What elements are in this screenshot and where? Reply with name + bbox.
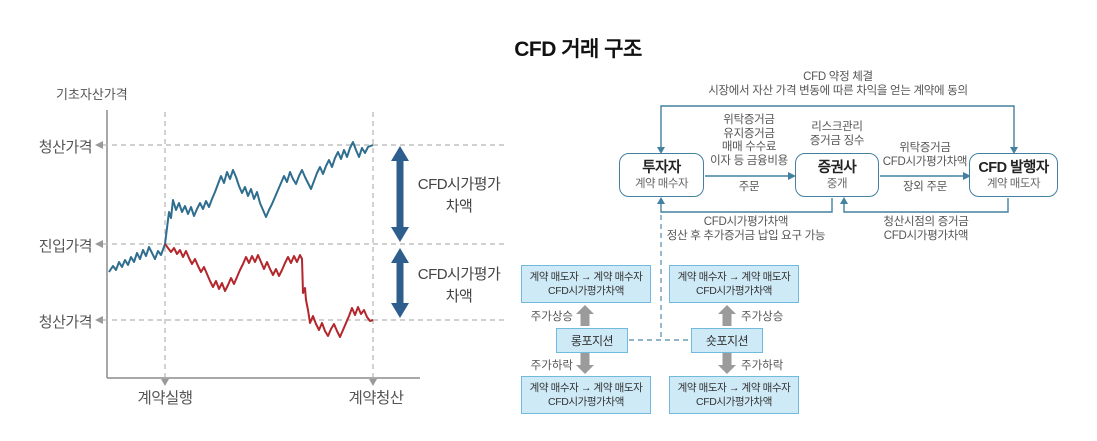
- long-down-payoff-box: 계약 매수자 → 계약 매도자 CFD시가평가차액: [521, 376, 651, 414]
- chart-gridlines: [95, 112, 505, 386]
- valuation-gap-label-upper: CFD시가평가 차액: [417, 176, 501, 215]
- left-arrowhead-icon: [95, 240, 103, 248]
- position-arrows: [576, 305, 736, 374]
- short-position-box: 숏포지션: [691, 328, 763, 353]
- short-down-payoff-box: 계약 매도자 → 계약 매수자 CFD시가평가차액: [669, 376, 799, 414]
- agreement-note: CFD 약정 체결 시장에서 자산 가격 변동에 따른 차익을 얻는 계약에 동…: [708, 71, 968, 97]
- broker-to-investor-return-label: CFD시가평가차액 정산 후 추가증거금 납입 요구 가능: [666, 216, 826, 242]
- price-down-path: [164, 243, 374, 338]
- otc-order-label: 장외 주문: [902, 181, 948, 193]
- down-arrowhead-icon: [369, 379, 377, 386]
- long-up-payoff-box: 계약 매도자 → 계약 매수자 CFD시가평가차액: [521, 265, 651, 303]
- investor-to-broker-fee-labels: 위탁증거금 유지증거금 매매 수수료 이자 등 금융비용: [710, 114, 788, 167]
- page-title: CFD 거래 구조: [514, 38, 642, 61]
- y-axis-title: 기초자산가격: [56, 87, 128, 102]
- broker-risk-note: 리스크관리 증거금 징수: [809, 121, 865, 147]
- broker-to-issuer-labels: 위탁증거금 CFD시가평가차액: [882, 142, 968, 168]
- short-price-down-label: 주가하락: [741, 360, 784, 372]
- y-label-liquidation-lower: 청산가격: [38, 314, 93, 331]
- short-down-arrow-icon: [718, 353, 736, 374]
- agreement-bracket: [660, 105, 1015, 147]
- left-arrowhead-icon: [95, 141, 103, 149]
- down-arrowhead-icon: [161, 379, 169, 386]
- short-up-arrow-icon: [718, 305, 736, 326]
- flow-connectors: [629, 105, 1018, 341]
- x-label-contract-close: 계약청산: [348, 390, 404, 407]
- x-label-contract-open: 계약실행: [137, 390, 193, 407]
- valuation-gap-arrow-upper: [391, 146, 409, 242]
- long-down-arrow-icon: [576, 353, 594, 374]
- long-up-arrow-icon: [576, 305, 594, 326]
- valuation-gap-label-lower: CFD시가평가 차액: [417, 266, 501, 305]
- long-price-down-label: 주가하락: [530, 360, 573, 372]
- left-arrowhead-icon: [95, 316, 103, 324]
- short-price-up-label: 주가상승: [741, 311, 784, 323]
- issuer-to-broker-return-label: 청산시점의 증거금 CFD시가평가차액: [883, 216, 969, 242]
- broker-to-investor-return: [660, 198, 833, 213]
- issuer-to-broker-return: [843, 198, 1009, 213]
- price-series: [108, 141, 374, 338]
- y-label-liquidation-upper: 청산가격: [38, 139, 93, 156]
- valuation-gap-arrow-lower: [391, 248, 409, 318]
- price-up-path: [108, 141, 374, 273]
- issuer-box: CFD 발행자 계약 매도자: [969, 153, 1058, 197]
- y-label-entry: 진입가격: [38, 238, 93, 255]
- order-label: 주문: [738, 181, 760, 193]
- investor-box: 투자자 계약 매수자: [619, 153, 704, 197]
- broker-box: 증권사 중개: [795, 153, 879, 197]
- long-position-box: 롱포지션: [556, 328, 628, 353]
- short-up-payoff-box: 계약 매수자 → 계약 매도자 CFD시가평가차액: [669, 265, 799, 303]
- long-price-up-label: 주가상승: [530, 311, 573, 323]
